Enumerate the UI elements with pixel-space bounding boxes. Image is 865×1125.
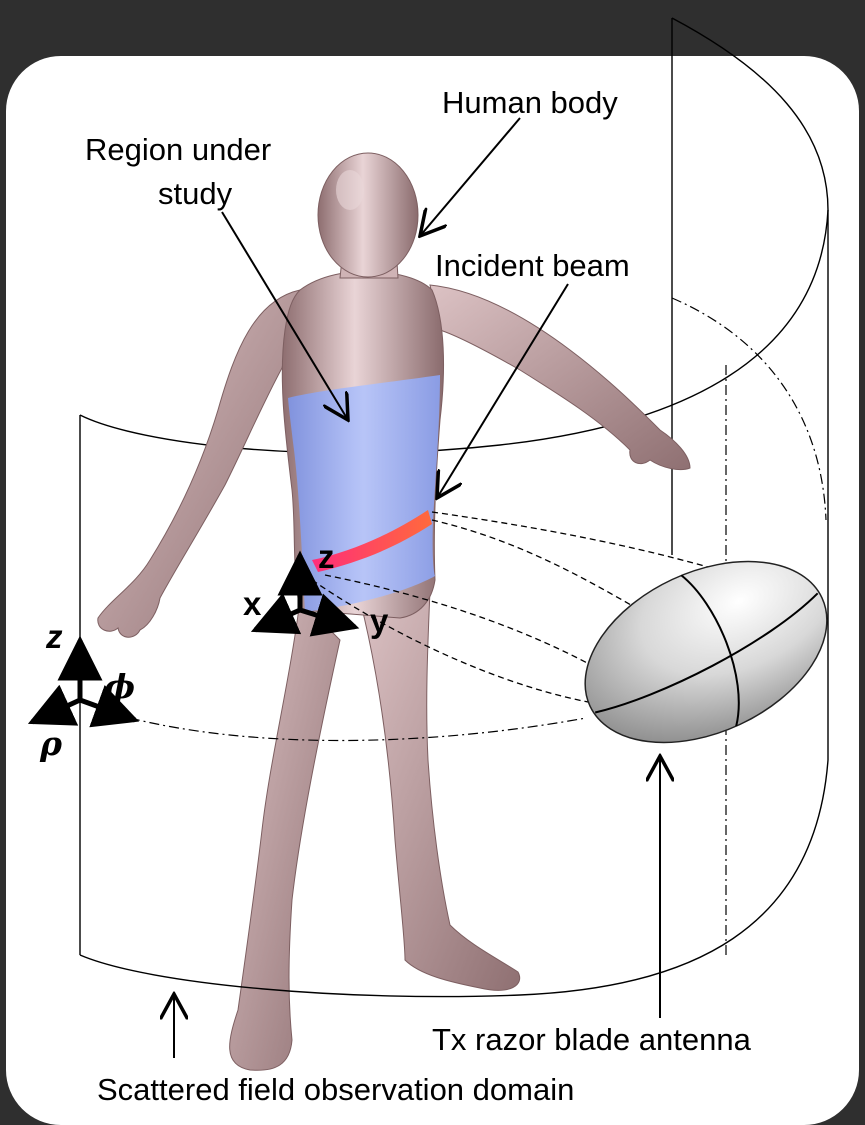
label-antenna: Tx razor blade antenna — [432, 1022, 752, 1057]
label-region-line1: Region under — [85, 132, 271, 167]
region-under-study — [288, 375, 440, 612]
body-axis-x-label: x — [243, 585, 262, 622]
body-axis-z-label: z — [318, 538, 335, 575]
cyl-axis-phi-label: ϕ — [104, 667, 135, 706]
label-region-line2: study — [158, 176, 233, 211]
body-axis-y-label: y — [370, 602, 389, 639]
cyl-axis-rho-label: ρ — [39, 724, 63, 763]
label-incident-beam: Incident beam — [435, 248, 630, 283]
label-human-body: Human body — [442, 85, 618, 120]
head — [318, 153, 418, 277]
label-observation-domain: Scattered field observation domain — [97, 1072, 574, 1107]
cyl-axis-z-label: z — [45, 618, 63, 655]
